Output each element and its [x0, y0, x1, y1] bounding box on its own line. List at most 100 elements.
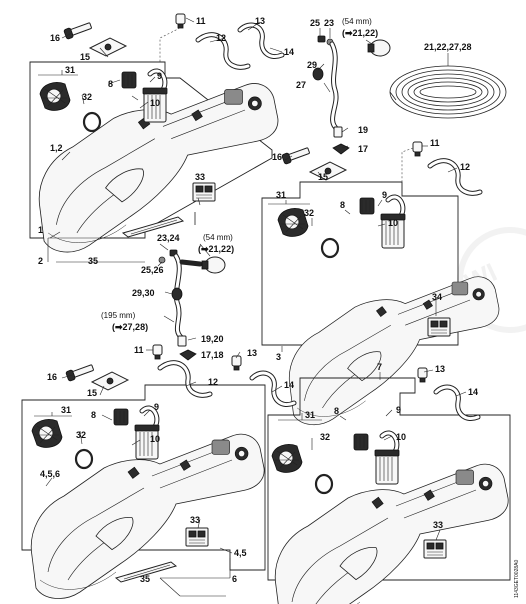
dimension-label: (54 mm): [203, 233, 233, 242]
part-number: 33: [190, 515, 200, 525]
part-number: 21,22,27,28: [424, 42, 472, 52]
part-number: 34: [432, 292, 442, 302]
group-bottom-left: 16 15 12 13 14 31 8 9 32 10 4,5,6 33 4,5…: [21, 348, 294, 599]
part-number: 13: [435, 364, 445, 374]
coiled-hose-icon: [389, 65, 507, 119]
part-number: 16: [50, 33, 60, 43]
part-number: 8: [108, 79, 113, 89]
part-number: 32: [320, 432, 330, 442]
part-number: 19: [358, 125, 368, 135]
group-middle-center: 23,24 (54 mm) (➡21,22) 25,26 29,30 (195 …: [101, 233, 234, 361]
part-number: 10: [150, 98, 160, 108]
part-number: 35: [88, 256, 98, 266]
part-number: 11: [430, 138, 440, 148]
group-middle-right: 16 15 11 12 31 8 9 32 10 34 3: [261, 138, 500, 426]
part-number: 25,26: [141, 265, 164, 275]
part-number: 33: [433, 520, 443, 530]
part-number: 8: [334, 406, 339, 416]
part-number: 7: [377, 362, 382, 372]
sticker-icon: [423, 539, 447, 559]
part-number: 23: [324, 18, 334, 28]
part-number: 12: [208, 377, 218, 387]
tank-housing: [288, 276, 500, 426]
reference-label: (➡21,22): [198, 244, 234, 254]
part-number: 14: [468, 387, 478, 397]
part-number: 14: [284, 47, 294, 57]
part-number: 10: [396, 432, 406, 442]
fitting-icon: [317, 35, 326, 43]
part-number: 1: [38, 225, 43, 235]
part-number: 9: [157, 71, 162, 81]
reference-label: (➡27,28): [112, 322, 148, 332]
part-number: 29: [307, 60, 317, 70]
part-number: 27: [296, 80, 306, 90]
part-number: 16: [272, 152, 282, 162]
plate-icon: [89, 37, 127, 57]
part-number: 15: [80, 52, 90, 62]
sticker-icon: [192, 182, 216, 202]
part-number: 1,2: [50, 143, 63, 153]
part-number: 13: [255, 16, 265, 26]
part-number: 32: [304, 208, 314, 218]
part-number: 9: [154, 402, 159, 412]
hose-14: [240, 25, 282, 56]
part-number: 9: [396, 405, 401, 415]
part-number: 17: [358, 144, 368, 154]
part-number: 32: [82, 92, 92, 102]
drawing-code: 1143GET0028A0: [514, 560, 520, 598]
part-number: 15: [87, 388, 97, 398]
valve-icon: [417, 367, 428, 383]
part-number: 4,5: [234, 548, 247, 558]
tank-housing: [274, 463, 509, 604]
part-number: 19,20: [201, 334, 224, 344]
part-number: 10: [150, 434, 160, 444]
sticker-icon: [427, 317, 451, 337]
sticker-icon: [185, 527, 209, 547]
part-number: 11: [134, 345, 144, 355]
part-number: 14: [284, 380, 294, 390]
part-number: 15: [318, 172, 328, 182]
part-number: 3: [276, 352, 281, 362]
fitting-icon: [333, 126, 343, 138]
part-number: 16: [47, 372, 57, 382]
reference-label: (➡21,22): [342, 28, 378, 38]
part-number: 32: [76, 430, 86, 440]
group-bottom-right: 7 13 14 31 8 9 32 10 33: [267, 362, 511, 604]
bolt-icon: [65, 364, 95, 382]
part-number: 10: [388, 218, 398, 228]
group-coil: 21,22,27,28: [389, 42, 507, 119]
part-number: 31: [65, 65, 75, 75]
valve-icon: [231, 355, 242, 371]
dimension-label: (195 mm): [101, 311, 136, 320]
part-number: 8: [340, 200, 345, 210]
part-number: 29,30: [132, 288, 155, 298]
part-number: 31: [61, 405, 71, 415]
part-number: 23,24: [157, 233, 180, 243]
valve-icon: [152, 344, 163, 360]
part-number: 25: [310, 18, 320, 28]
bolt-icon: [281, 147, 311, 165]
valve-icon: [175, 13, 186, 29]
hose-12: [160, 363, 210, 396]
part-number: 12: [216, 33, 226, 43]
leader-lines: [38, 17, 283, 263]
grommet-icon: [171, 287, 183, 301]
carburetor-filter-cluster: [40, 71, 167, 131]
part-number: 33: [195, 172, 205, 182]
part-number: 35: [140, 574, 150, 584]
part-number: 4,5,6: [40, 469, 60, 479]
part-number: 6: [232, 574, 237, 584]
part-number: 31: [276, 190, 286, 200]
bolt-icon: [63, 22, 93, 40]
grommet-icon: [312, 67, 324, 81]
carburetor-filter-cluster: [272, 433, 399, 493]
part-number: 11: [196, 16, 206, 26]
part-number: 2: [38, 256, 43, 266]
hose-12: [430, 161, 480, 194]
valve-icon: [412, 141, 423, 157]
group-top-left: 16 15 11 12 13 14 31 8 9 32 10 1,2 33 1 …: [29, 13, 294, 266]
part-number: 9: [382, 190, 387, 200]
grommet-icon: [332, 143, 350, 155]
part-number: 12: [460, 162, 470, 172]
